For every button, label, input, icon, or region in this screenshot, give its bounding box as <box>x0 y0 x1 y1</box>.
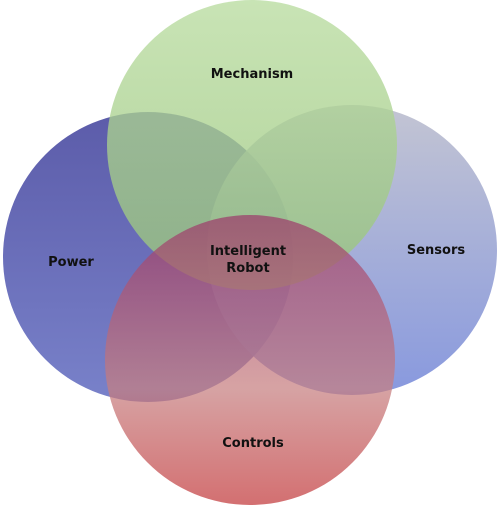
power-label: Power <box>48 255 94 270</box>
sensors-label: Sensors <box>406 243 466 258</box>
mechanism-label: Mechanism <box>210 67 294 82</box>
center-label: Intelligent Robot <box>200 243 296 277</box>
controls-circle <box>105 215 395 505</box>
mechanism-circle <box>107 0 397 290</box>
controls-label: Controls <box>222 436 284 451</box>
center-label-line1: Intelligent <box>209 244 287 259</box>
center-label-line2: Robot <box>226 261 270 276</box>
